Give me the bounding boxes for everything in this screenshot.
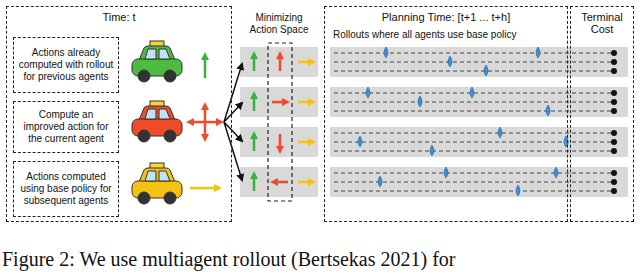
- heading: Time: t: [7, 7, 231, 23]
- red-arrow: [274, 181, 288, 184]
- branch-arrow: [224, 122, 242, 180]
- agent-marker: [378, 176, 382, 187]
- figure-caption: Figure 2: We use multiagent rollout (Ber…: [2, 248, 456, 271]
- yellow-car: [139, 168, 175, 182]
- branch-arrow: [224, 64, 242, 180]
- green-car: [145, 49, 156, 59]
- green-car: [159, 49, 170, 59]
- heading: Terminal Cost: [571, 7, 633, 35]
- planning-panel: Planning Time: [t+1 ... t+h]Rollouts whe…: [324, 6, 568, 222]
- agent-marker: [430, 145, 434, 156]
- terminal-dot: [611, 99, 617, 105]
- red-car: [139, 106, 175, 120]
- red-cross-arrow: [190, 106, 220, 138]
- agent-marker: [470, 87, 474, 98]
- red-cross-arrow: [190, 121, 205, 124]
- agent-marker: [536, 47, 540, 58]
- rollout-band: [330, 47, 628, 77]
- terminal-dot: [611, 50, 617, 56]
- red-cross-arrow: [204, 106, 207, 122]
- terminal-dot: [611, 170, 617, 176]
- agent-marker: [366, 87, 370, 98]
- agent-marker: [484, 65, 488, 76]
- terminal-dot: [611, 59, 617, 65]
- terminal-dot: [611, 50, 617, 194]
- terminal-dot: [611, 108, 617, 114]
- red-car: [164, 130, 176, 142]
- green-arrow: [253, 175, 256, 191]
- terminal-dot: [611, 148, 617, 154]
- green-car: [164, 70, 176, 82]
- action-band: [240, 167, 318, 197]
- yellow-car: [132, 163, 182, 204]
- yellow-arrow: [190, 187, 218, 190]
- subsequent-agents-box: Actions computed using base policy for s…: [13, 161, 119, 217]
- terminal-dot: [611, 90, 617, 96]
- green-arrow: [253, 95, 256, 111]
- action-band: [240, 47, 318, 197]
- red-car: [138, 130, 150, 142]
- red-arrow: [272, 55, 288, 182]
- green-arrow: [253, 135, 256, 151]
- red-car: [159, 109, 170, 119]
- branch-arrow: [224, 103, 242, 122]
- rollout-band: [330, 167, 628, 197]
- red-cross-arrow: [205, 121, 220, 124]
- action-band: [240, 47, 318, 77]
- yellow-arrow: [298, 141, 312, 144]
- time-panel: Time: t Actions already computed with rol…: [6, 6, 232, 222]
- red-arrow: [279, 55, 282, 71]
- red-arrow: [272, 101, 286, 104]
- yellow-car: [159, 171, 170, 181]
- green-car: [139, 46, 175, 60]
- heading: Planning Time: [t+1 ... t+h]: [325, 7, 567, 23]
- yellow-arrow: [298, 62, 312, 182]
- heading: Actions already computed with rollout fo…: [18, 47, 114, 83]
- green-car: [138, 70, 150, 82]
- green-arrow: [204, 56, 207, 78]
- yellow-arrow: [298, 181, 312, 184]
- current-agent-box: Compute an improved action for the curre…: [13, 101, 119, 153]
- red-car: [132, 101, 182, 142]
- green-arrow: [253, 55, 256, 191]
- rollout-band: [330, 87, 628, 117]
- terminal-dot: [611, 179, 617, 185]
- yellow-car: [138, 192, 150, 204]
- heading: Compute an improved action for the curre…: [18, 109, 114, 145]
- terminal-dot: [611, 68, 617, 74]
- subheading: Rollouts where all agents use base polic…: [325, 23, 567, 40]
- agent-marker: [384, 47, 388, 58]
- agent-marker: [418, 96, 422, 107]
- previous-agents-box: Actions already computed with rollout fo…: [13, 37, 119, 93]
- action-band: [240, 127, 318, 157]
- rollout-band: [330, 47, 628, 197]
- terminal-dot: [611, 130, 617, 136]
- agent-marker: [444, 167, 448, 178]
- agent-marker: [358, 136, 362, 147]
- agent-marker: [546, 105, 550, 116]
- yellow-car: [145, 171, 156, 181]
- red-car: [145, 109, 156, 119]
- agent-marker: [358, 47, 568, 196]
- column-label: Minimizing Action Space: [242, 12, 316, 36]
- terminal-dot: [611, 188, 617, 194]
- branch-arrow: [224, 64, 242, 122]
- action-band: [240, 87, 318, 117]
- red-cross-arrow: [204, 122, 207, 138]
- terminal-panel: Terminal Cost: [570, 6, 634, 222]
- agent-marker: [448, 56, 452, 67]
- selection-box: [268, 43, 292, 201]
- yellow-arrow: [298, 61, 312, 64]
- agent-marker: [554, 167, 558, 178]
- terminal-dot: [611, 139, 617, 145]
- rollout-band: [330, 127, 628, 157]
- green-arrow: [253, 55, 256, 71]
- red-arrow: [279, 134, 282, 150]
- green-car: [132, 41, 182, 82]
- yellow-car: [164, 192, 176, 204]
- yellow-arrow: [298, 101, 312, 104]
- heading: Actions computed using base policy for s…: [18, 171, 114, 207]
- agent-marker: [516, 185, 520, 196]
- agent-marker: [498, 127, 502, 138]
